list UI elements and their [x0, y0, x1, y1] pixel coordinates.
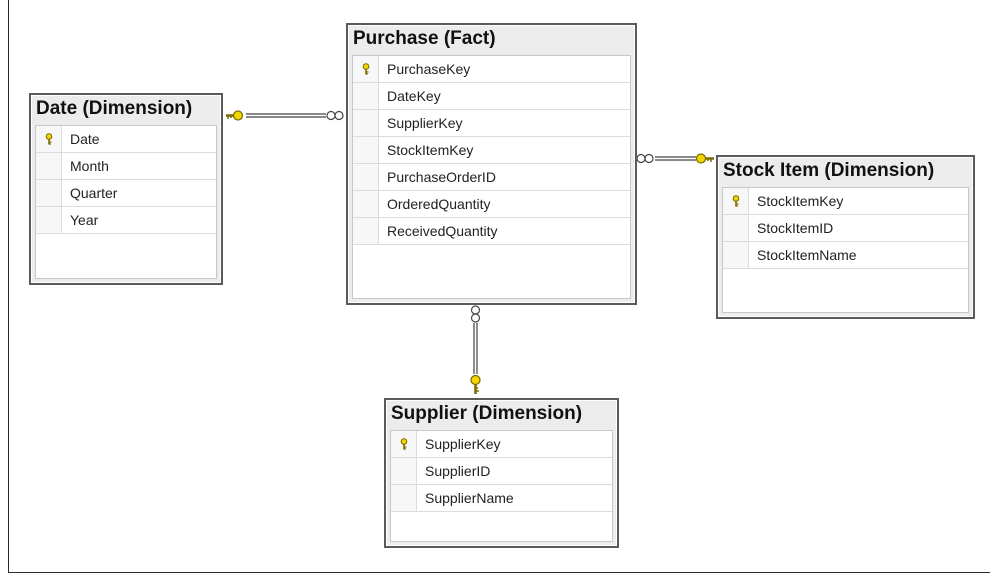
- row-selector: [723, 215, 749, 241]
- row-selector: [353, 56, 379, 82]
- relationship-supplier-purchase[interactable]: [470, 305, 481, 394]
- column-name: OrderedQuantity: [387, 196, 491, 212]
- column-row[interactable]: OrderedQuantity: [353, 191, 630, 218]
- row-selector: [36, 207, 62, 233]
- primary-key-icon: [362, 63, 369, 75]
- row-selector: [353, 191, 379, 217]
- column-name: Year: [70, 212, 99, 228]
- column-name: StockItemID: [757, 220, 834, 236]
- column-name: StockItemKey: [757, 193, 844, 209]
- column-row[interactable]: StockItemKey: [723, 188, 968, 215]
- column-row[interactable]: SupplierKey: [353, 110, 630, 137]
- column-name: StockItemName: [757, 247, 857, 263]
- column-row[interactable]: StockItemID: [723, 215, 968, 242]
- primary-key-icon: [732, 195, 739, 207]
- column-name: PurchaseOrderID: [387, 169, 496, 185]
- column-row[interactable]: SupplierName: [391, 485, 612, 512]
- infinity-icon: [326, 110, 344, 121]
- column-row[interactable]: PurchaseKey: [353, 56, 630, 83]
- column-row[interactable]: StockItemKey: [353, 137, 630, 164]
- key-icon: [470, 374, 481, 394]
- column-row[interactable]: Date: [36, 126, 216, 153]
- column-name: Month: [70, 158, 109, 174]
- infinity-icon: [636, 153, 654, 164]
- primary-key-icon: [400, 438, 407, 450]
- table-title: Date (Dimension): [36, 98, 193, 119]
- column-name: ReceivedQuantity: [387, 223, 498, 239]
- row-selector: [391, 485, 417, 511]
- column-name: SupplierID: [425, 463, 491, 479]
- row-selector: [36, 180, 62, 206]
- relationship-date-purchase[interactable]: [226, 110, 344, 121]
- column-name: Quarter: [70, 185, 118, 201]
- column-row[interactable]: Month: [36, 153, 216, 180]
- column-name: PurchaseKey: [387, 61, 471, 77]
- column-row[interactable]: Year: [36, 207, 216, 234]
- diagram-frame: [8, 0, 990, 573]
- column-name: Date: [70, 131, 100, 147]
- column-row[interactable]: SupplierKey: [391, 431, 612, 458]
- row-selector: [353, 218, 379, 244]
- key-icon: [695, 153, 714, 164]
- column-row[interactable]: SupplierID: [391, 458, 612, 485]
- row-selector: [36, 153, 62, 179]
- table-title: Purchase (Fact): [353, 28, 496, 49]
- column-row[interactable]: Quarter: [36, 180, 216, 207]
- row-selector: [353, 83, 379, 109]
- row-selector: [353, 137, 379, 163]
- primary-key-icon: [45, 133, 52, 145]
- column-name: StockItemKey: [387, 142, 474, 158]
- column-name: DateKey: [387, 88, 441, 104]
- row-selector: [391, 458, 417, 484]
- column-name: SupplierName: [425, 490, 514, 506]
- column-row[interactable]: DateKey: [353, 83, 630, 110]
- row-selector: [353, 110, 379, 136]
- column-name: SupplierKey: [425, 436, 501, 452]
- column-row[interactable]: ReceivedQuantity: [353, 218, 630, 245]
- relationship-stockitem-purchase[interactable]: [636, 153, 714, 164]
- table-title: Stock Item (Dimension): [723, 160, 935, 181]
- row-selector: [723, 188, 749, 214]
- column-row[interactable]: PurchaseOrderID: [353, 164, 630, 191]
- column-row[interactable]: StockItemName: [723, 242, 968, 269]
- column-name: SupplierKey: [387, 115, 463, 131]
- key-icon: [226, 110, 244, 121]
- row-selector: [36, 126, 62, 152]
- table-title: Supplier (Dimension): [391, 403, 583, 424]
- row-selector: [391, 431, 417, 457]
- row-selector: [723, 242, 749, 268]
- infinity-icon: [470, 305, 481, 323]
- row-selector: [353, 164, 379, 190]
